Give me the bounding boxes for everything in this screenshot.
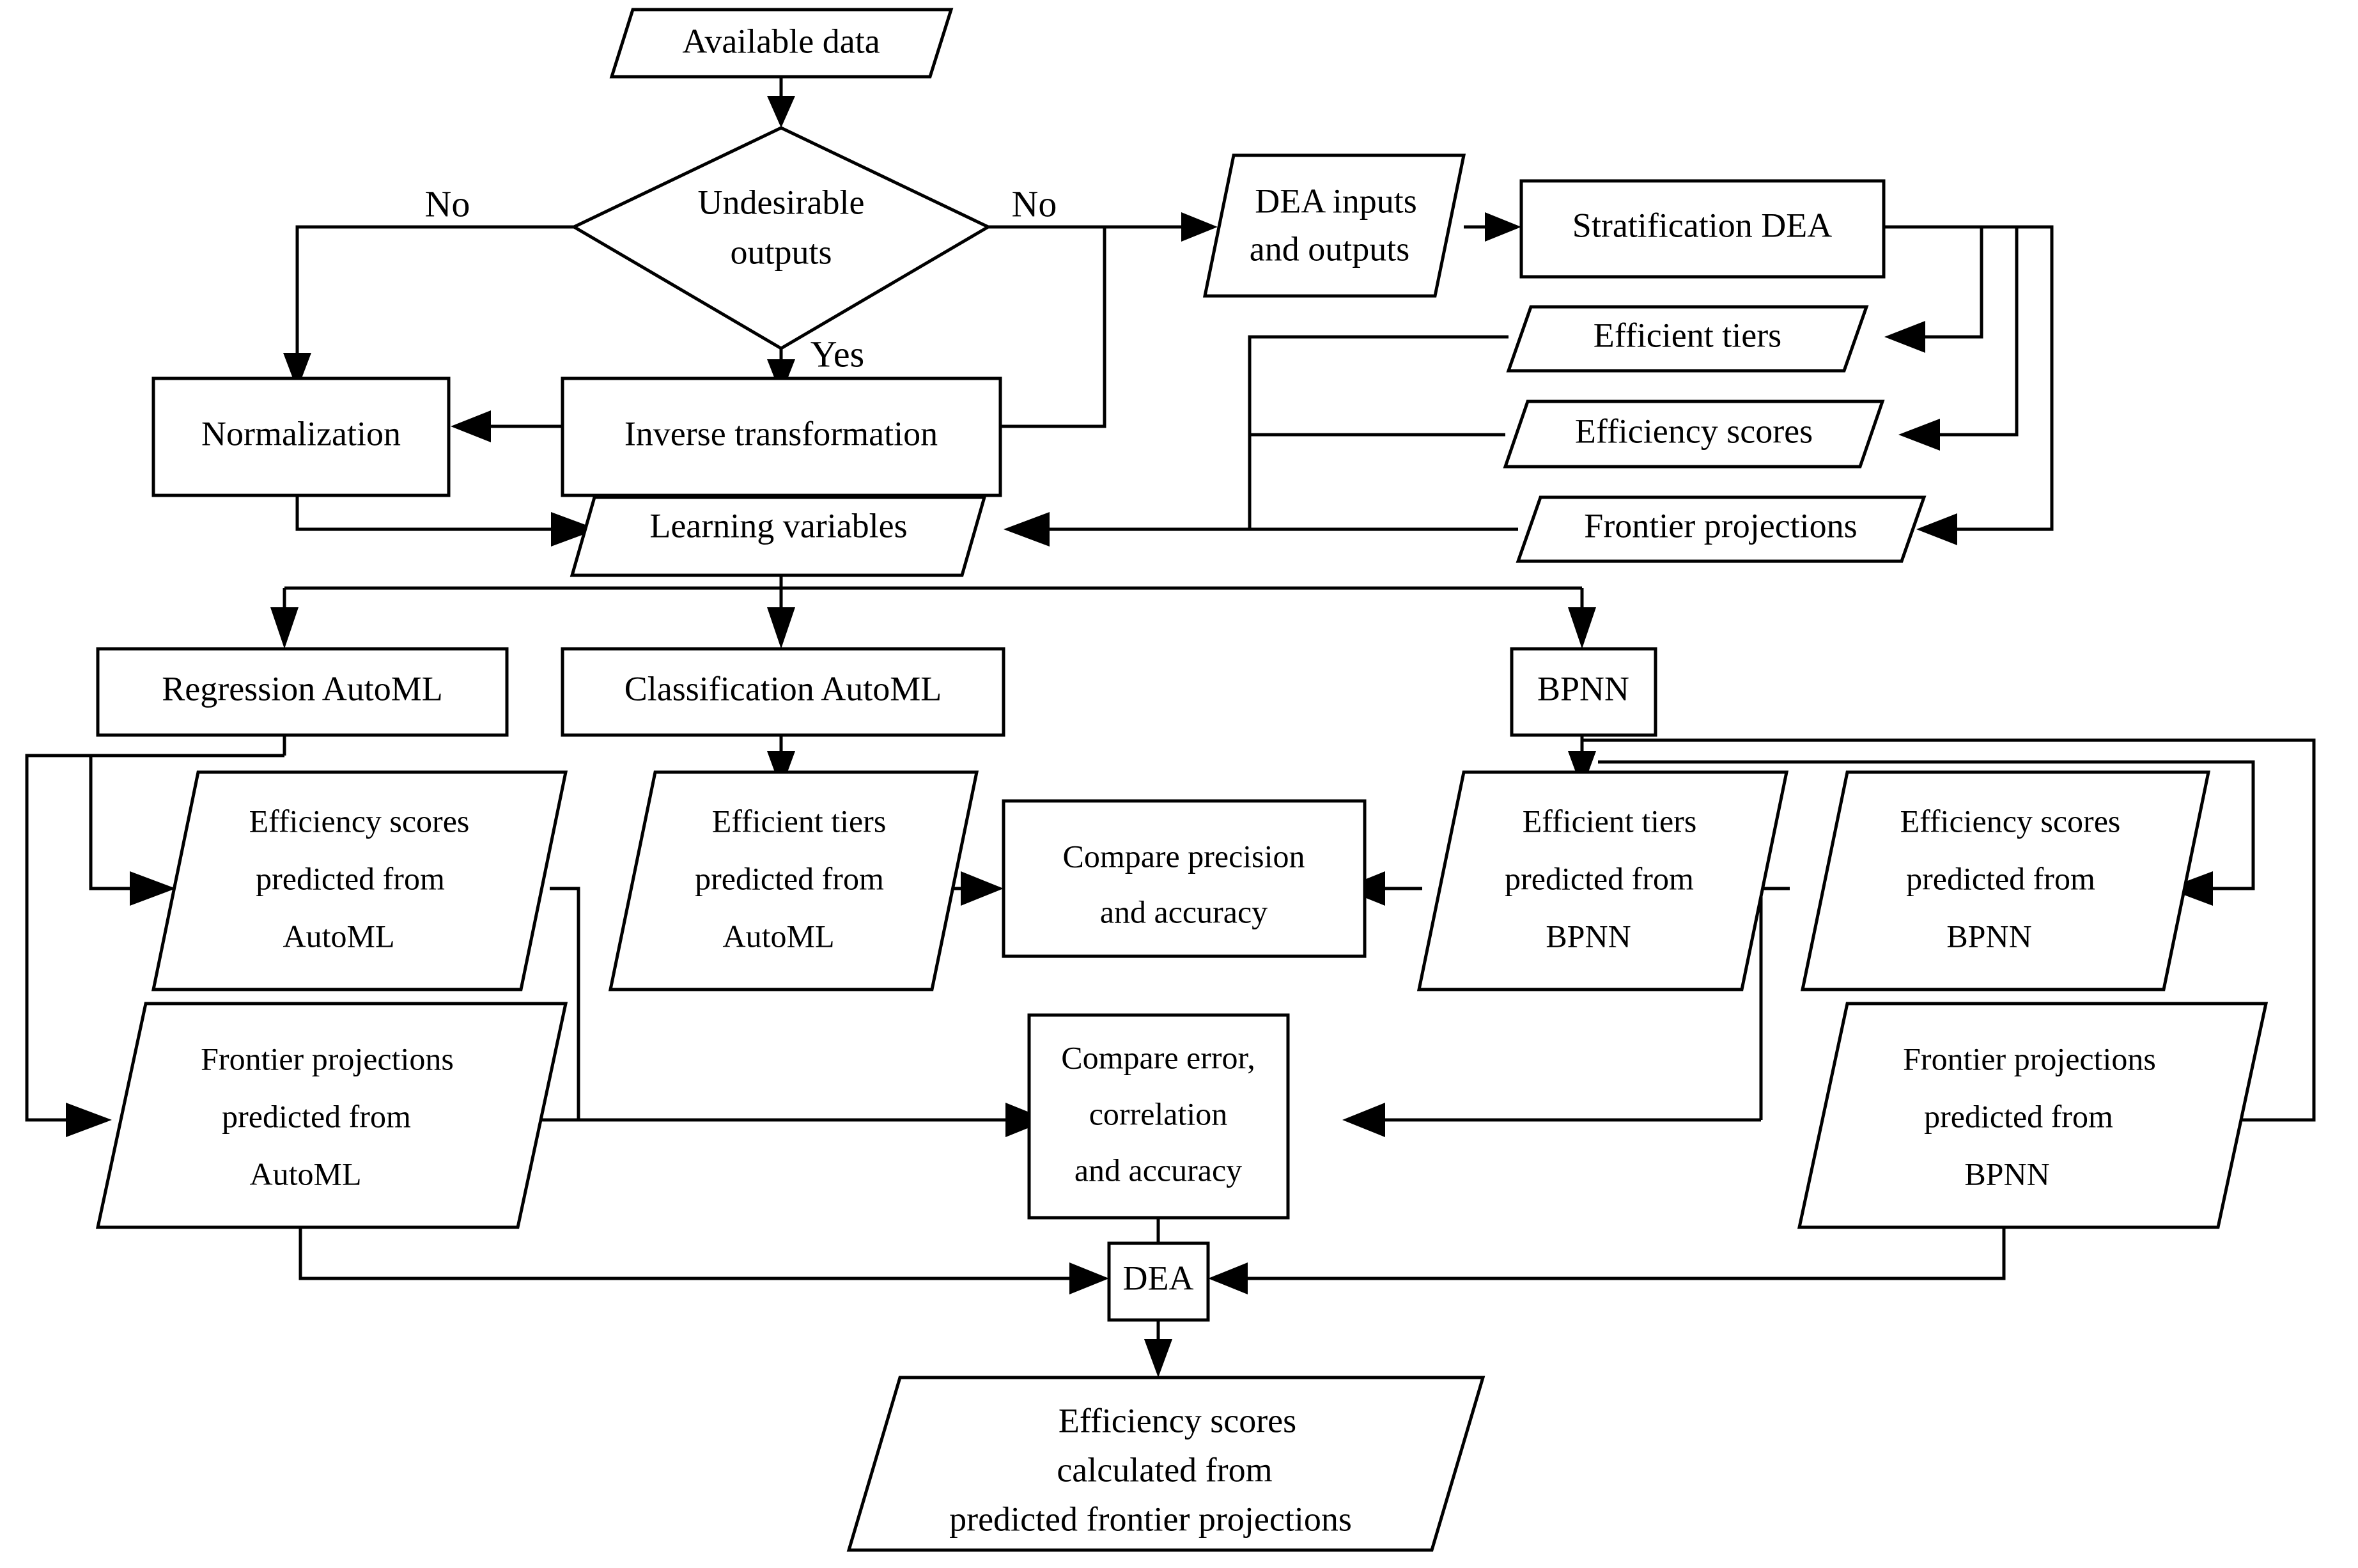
node-frontier-proj-automl[interactable]: Frontier projections predicted from Auto… (95, 1002, 568, 1229)
node-bpnn[interactable]: BPNN (1510, 647, 1657, 737)
frontier-projections-label: Frontier projections (1584, 506, 1857, 545)
normalization-label: Normalization (201, 414, 401, 453)
node-inverse-transformation[interactable]: Inverse transformation (561, 376, 1002, 497)
edge-classification-automl-to-eff-tiers (767, 735, 795, 789)
learning-variables-label: Learning variables (649, 506, 907, 545)
edge-eff-scores-bpnn-to-compare-error (1759, 887, 1790, 1120)
node-compare-precision[interactable]: Compare precision and accuracy (1002, 799, 1367, 958)
dea-inputs-label-line2: and outputs (1250, 229, 1410, 268)
edge-efficient-tiers-to-learning-variables (1248, 335, 1509, 529)
edge-decision-no-left-to-normalization (283, 225, 574, 390)
edge-frontier-proj-bpnn-to-compare-error (1342, 1103, 1761, 1137)
edge-frontier-proj-automl-to-compare-error (540, 1103, 1048, 1137)
frontier-proj-bpnn-line1: Frontier projections (1903, 1041, 2156, 1076)
eff-tiers-automl-line3: AutoML (723, 918, 835, 954)
eff-tiers-bpnn-line1: Efficient tiers (1523, 803, 1697, 839)
edge-stratification-to-efficiency-scores (1898, 225, 2019, 451)
edge-dea-to-final-output (1144, 1320, 1172, 1378)
node-dea-inputs-and-outputs[interactable]: DEA inputs and outputs (1202, 153, 1466, 298)
node-efficiency-scores[interactable]: Efficiency scores (1503, 400, 1885, 469)
node-final-output[interactable]: Efficiency scores calculated from predic… (846, 1376, 1485, 1552)
edge-label-no-left: No (425, 183, 470, 224)
efficient-tiers-label: Efficient tiers (1594, 316, 1781, 354)
eff-scores-bpnn-line3: BPNN (1946, 918, 2031, 954)
node-available-data[interactable]: Available data (609, 8, 954, 79)
node-classification-automl[interactable]: Classification AutoML (561, 647, 1005, 737)
edge-stratification-to-efficient-tiers (1884, 225, 1983, 353)
eff-tiers-bpnn-line3: BPNN (1546, 918, 1631, 954)
undesirable-outputs-label-line1: Undesirable (698, 183, 865, 221)
eff-scores-automl-line1: Efficiency scores (249, 803, 470, 839)
node-stratification-dea[interactable]: Stratification DEA (1519, 179, 1886, 279)
node-eff-scores-bpnn[interactable]: Efficiency scores predicted from BPNN (1800, 770, 2211, 991)
edge-dea-inputs-to-stratification (1464, 212, 1521, 242)
node-regression-automl[interactable]: Regression AutoML (96, 647, 509, 737)
edge-normalization-to-learning-variables (295, 495, 598, 547)
edge-stratification-to-frontier-projections (1916, 225, 2054, 545)
edge-eff-scores-automl-to-compare-error (550, 887, 580, 1120)
edge-frontier-projections-to-learning-variables (1004, 512, 1518, 547)
frontier-proj-automl-line1: Frontier projections (201, 1041, 454, 1076)
node-dea-final[interactable]: DEA (1107, 1241, 1210, 1322)
eff-tiers-automl-line2: predicted from (695, 860, 884, 896)
edge-label-no-right: No (1012, 183, 1057, 224)
edge-decision-no-right-to-inverse-transformation (1000, 227, 1106, 428)
frontier-proj-bpnn-line2: predicted from (1924, 1098, 2113, 1134)
edge-available-data-to-decision (767, 77, 795, 128)
compare-precision-line2: and accuracy (1100, 894, 1268, 929)
compare-precision-line1: Compare precision (1062, 838, 1305, 874)
frontier-proj-automl-line2: predicted from (222, 1098, 411, 1134)
edge-label-yes: Yes (811, 333, 864, 375)
node-frontier-proj-bpnn[interactable]: Frontier projections predicted from BPNN (1797, 1002, 2269, 1229)
final-output-line1: Efficiency scores (1059, 1401, 1296, 1440)
edge-frontier-proj-automl-to-dea (299, 1227, 1109, 1294)
frontier-proj-bpnn-line3: BPNN (1964, 1156, 2049, 1192)
classification-automl-label: Classification AutoML (624, 669, 942, 708)
eff-scores-bpnn-line2: predicted from (1906, 860, 2095, 896)
eff-scores-automl-line3: AutoML (283, 918, 395, 954)
eff-scores-bpnn-line1: Efficiency scores (1900, 803, 2121, 839)
final-output-line3: predicted frontier projections (949, 1500, 1352, 1538)
frontier-proj-automl-line3: AutoML (250, 1156, 362, 1192)
regression-automl-label: Regression AutoML (162, 669, 443, 708)
compare-error-line3: and accuracy (1074, 1152, 1242, 1188)
node-undesirable-outputs[interactable]: Undesirable outputs (570, 126, 992, 350)
dea-final-label: DEA (1123, 1259, 1194, 1297)
node-eff-scores-automl[interactable]: Efficiency scores predicted from AutoML (151, 770, 568, 991)
compare-error-line1: Compare error, (1061, 1039, 1255, 1075)
node-compare-error[interactable]: Compare error, correlation and accuracy (1027, 1013, 1290, 1220)
edge-regression-automl-outputs (25, 735, 286, 1137)
node-normalization[interactable]: Normalization (151, 376, 451, 497)
edge-frontier-proj-bpnn-to-dea (1208, 1227, 2006, 1294)
node-efficient-tiers[interactable]: Efficient tiers (1506, 305, 1869, 373)
node-frontier-projections[interactable]: Frontier projections (1516, 495, 1927, 563)
available-data-label: Available data (682, 22, 880, 60)
node-eff-tiers-bpnn[interactable]: Efficient tiers predicted from BPNN (1416, 770, 1789, 991)
undesirable-outputs-label-line2: outputs (730, 233, 832, 271)
bpnn-label: BPNN (1537, 669, 1629, 708)
eff-tiers-automl-line1: Efficient tiers (712, 803, 887, 839)
eff-scores-automl-line2: predicted from (256, 860, 445, 896)
edge-decision-no-right-to-dea-inputs (988, 212, 1218, 242)
node-eff-tiers-automl[interactable]: Efficient tiers predicted from AutoML (608, 770, 979, 991)
dea-inputs-label-line1: DEA inputs (1255, 182, 1417, 220)
compare-error-line2: correlation (1089, 1096, 1228, 1131)
stratification-dea-label: Stratification DEA (1572, 206, 1832, 244)
edge-inverse-transformation-to-normalization (451, 410, 562, 442)
node-learning-variables[interactable]: Learning variables (570, 495, 987, 577)
final-output-line2: calculated from (1057, 1450, 1272, 1489)
inverse-transformation-label: Inverse transformation (624, 414, 938, 453)
eff-tiers-bpnn-line2: predicted from (1505, 860, 1694, 896)
edge-learning-variables-to-models (270, 575, 1596, 649)
efficiency-scores-label: Efficiency scores (1575, 412, 1813, 450)
